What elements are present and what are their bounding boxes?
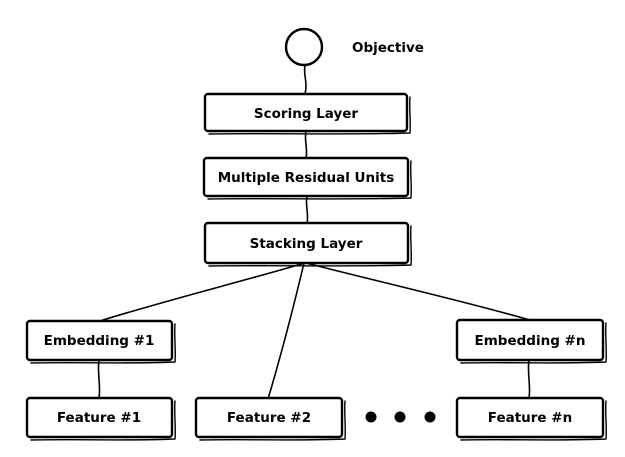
embedding-n-label: Embedding #n (475, 333, 586, 349)
ellipsis-dot-1 (365, 411, 377, 423)
objective-node: Objective (284, 27, 424, 67)
stacking-layer-label: Stacking Layer (250, 236, 363, 252)
residual-units-box: Multiple Residual Units (202, 156, 412, 200)
scoring-layer-label: Scoring Layer (254, 106, 359, 122)
embedding-1-label: Embedding #1 (44, 333, 155, 349)
feature-n-rect (455, 396, 605, 439)
feature-1-rect (25, 396, 174, 439)
embedding-1-box: Embedding #1 (25, 319, 176, 364)
residual-units-rect (202, 156, 410, 198)
scoring-layer-rect (203, 92, 409, 133)
embedding-n-box: Embedding #n (455, 318, 607, 364)
feature-1-label: Feature #1 (57, 410, 141, 426)
ellipsis-dot-3 (424, 411, 436, 423)
ellipsis-dots (365, 411, 436, 423)
edge-stacking-feature-2 (267, 262, 305, 400)
edge-stacking-embedding-n (305, 262, 531, 321)
edge-stacking-embedding-1 (99, 262, 306, 322)
feature-n-box: Feature #n (455, 396, 607, 441)
embedding-n-rect (455, 318, 605, 362)
objective-circle (284, 27, 324, 67)
objective-label: Objective (352, 40, 424, 56)
feature-1-box: Feature #1 (25, 396, 176, 441)
stacking-layer-box: Stacking Layer (203, 221, 412, 267)
feature-2-box: Feature #2 (194, 396, 346, 441)
residual-units-label: Multiple Residual Units (218, 170, 395, 186)
feature-2-rect (194, 396, 344, 439)
edge-embedding-n-feature-n (527, 359, 531, 399)
edge-residual-stacking (305, 195, 309, 224)
ellipsis-dot-2 (394, 411, 406, 423)
embedding-1-rect (25, 319, 174, 362)
edge-embedding-1-feature-1 (97, 359, 101, 399)
scoring-layer-box: Scoring Layer (203, 92, 411, 135)
edge-objective-scoring (303, 65, 307, 95)
feature-n-label: Feature #n (488, 410, 572, 426)
feature-2-label: Feature #2 (227, 410, 311, 426)
edge-scoring-residual (304, 130, 308, 159)
stacking-layer-rect (203, 221, 410, 265)
